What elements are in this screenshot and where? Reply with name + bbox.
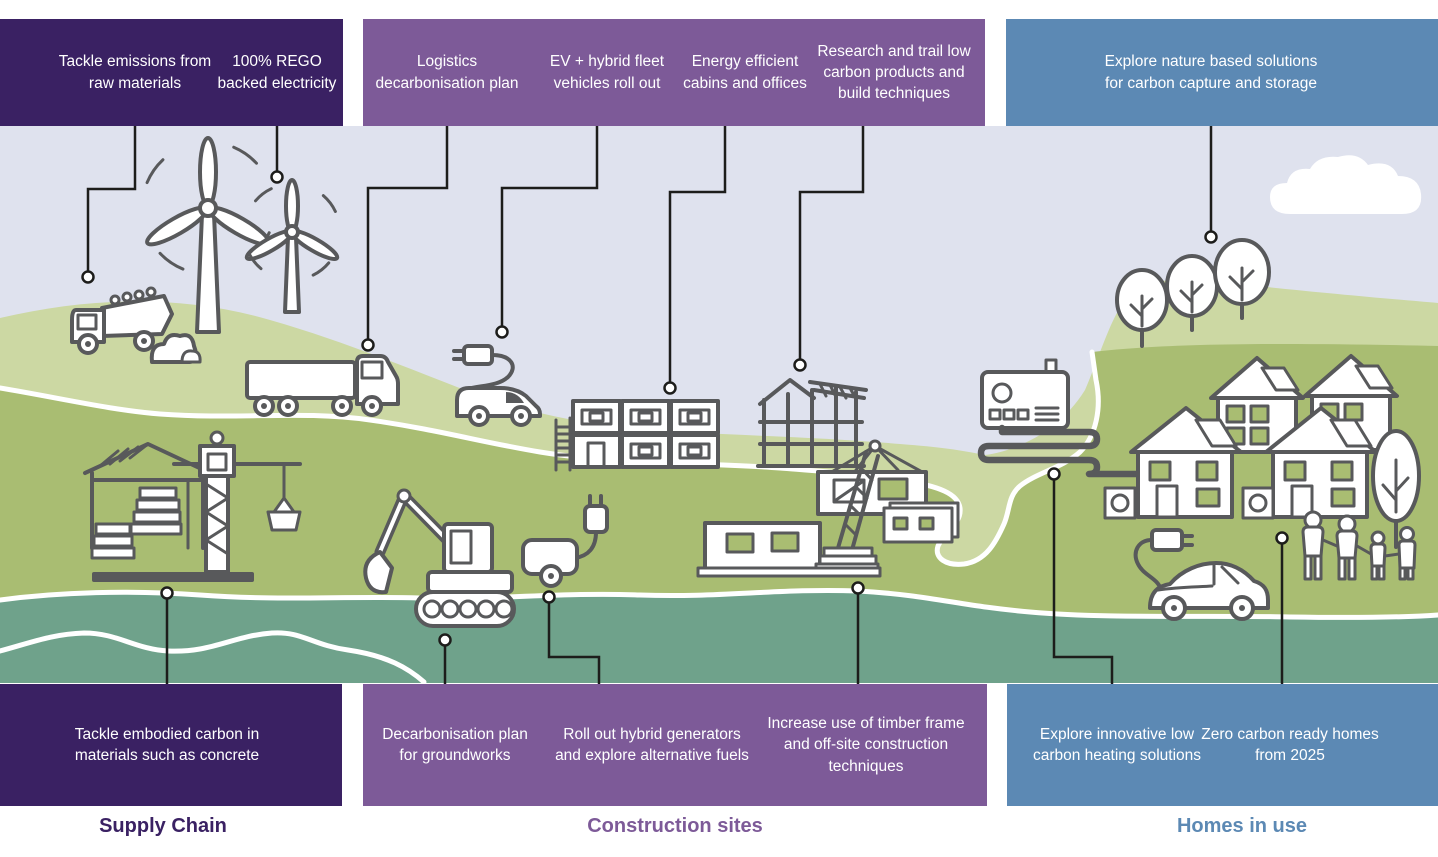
heat-pump-unit-icon <box>1103 486 1275 520</box>
trees-icon <box>1115 238 1271 348</box>
banner-label: EV + hybrid fleet vehicles roll out <box>549 53 665 92</box>
heat-pump-icon <box>980 358 1070 430</box>
section-title-homes-in-use: Homes in use <box>1176 815 1308 837</box>
ground-loop-icon <box>977 424 1144 478</box>
timber-frame-icon <box>756 378 868 468</box>
banner-label: Tackle embodied carbon in materials such… <box>74 725 260 764</box>
banner-label: Increase use of timber frame and off-sit… <box>767 715 965 775</box>
ev-car-plug-icon <box>1133 528 1270 621</box>
site-crane-icon <box>172 430 302 574</box>
materials-stack-icon <box>90 486 254 582</box>
teal-foreground <box>0 590 1438 683</box>
river-line <box>0 630 427 685</box>
house-solar-icon <box>1209 356 1305 454</box>
house-solar-icon <box>1129 406 1243 519</box>
homes-bottom-banner <box>1007 684 1438 806</box>
banner-label: 100% REGO backed electricity <box>217 53 337 92</box>
banner-label: Research and trail low carbon products a… <box>817 42 971 103</box>
banner-label: Zero carbon ready homes from 2025 <box>1201 725 1379 764</box>
house-solar-icon <box>1264 406 1378 519</box>
banner-label: Energy efficient cabins and offices <box>683 53 807 92</box>
banner-label: Decarbonisation plan for groundworks <box>382 725 528 764</box>
tree-icon <box>1371 429 1421 549</box>
hybrid-generator-icon <box>521 494 609 588</box>
module-stack-icon <box>882 501 960 544</box>
site-cabins-icon <box>554 399 720 472</box>
homes-top-banner <box>1006 19 1438 126</box>
banner-label: Explore innovative low carbon heating so… <box>1032 725 1202 764</box>
banner-label: Roll out hybrid generators and explore a… <box>555 725 749 764</box>
banner-label: Explore nature based solutions for carbo… <box>1104 53 1318 92</box>
construction-bottom-banner <box>363 684 987 806</box>
ev-van-plug-icon <box>452 344 542 427</box>
connector-lines <box>81 126 1289 684</box>
family-icon <box>1301 510 1417 581</box>
dump-truck-icon <box>70 286 174 355</box>
rock-pile-icon <box>149 333 202 364</box>
cloud-icon <box>1270 155 1422 214</box>
section-title-construction-sites: Construction sites <box>587 815 763 837</box>
banner-label: Logistics decarbonisation plan <box>375 53 519 92</box>
path-loop-line <box>897 349 1101 567</box>
haul-truck-icon <box>245 354 400 417</box>
section-title-supply-chain: Supply Chain <box>99 815 227 837</box>
supply-chain-bottom-banner <box>0 684 342 806</box>
supply-chain-top-banner <box>0 19 343 126</box>
excavator-icon <box>363 488 516 628</box>
wind-turbine-icon <box>242 178 342 314</box>
shore-line <box>0 587 1438 620</box>
wind-turbine-icon <box>140 136 276 334</box>
banner-label: Tackle emissions from raw materials <box>58 53 212 92</box>
construction-top-banner <box>363 19 985 126</box>
mobile-cabin-icon <box>703 521 822 571</box>
landscape <box>0 126 1438 685</box>
